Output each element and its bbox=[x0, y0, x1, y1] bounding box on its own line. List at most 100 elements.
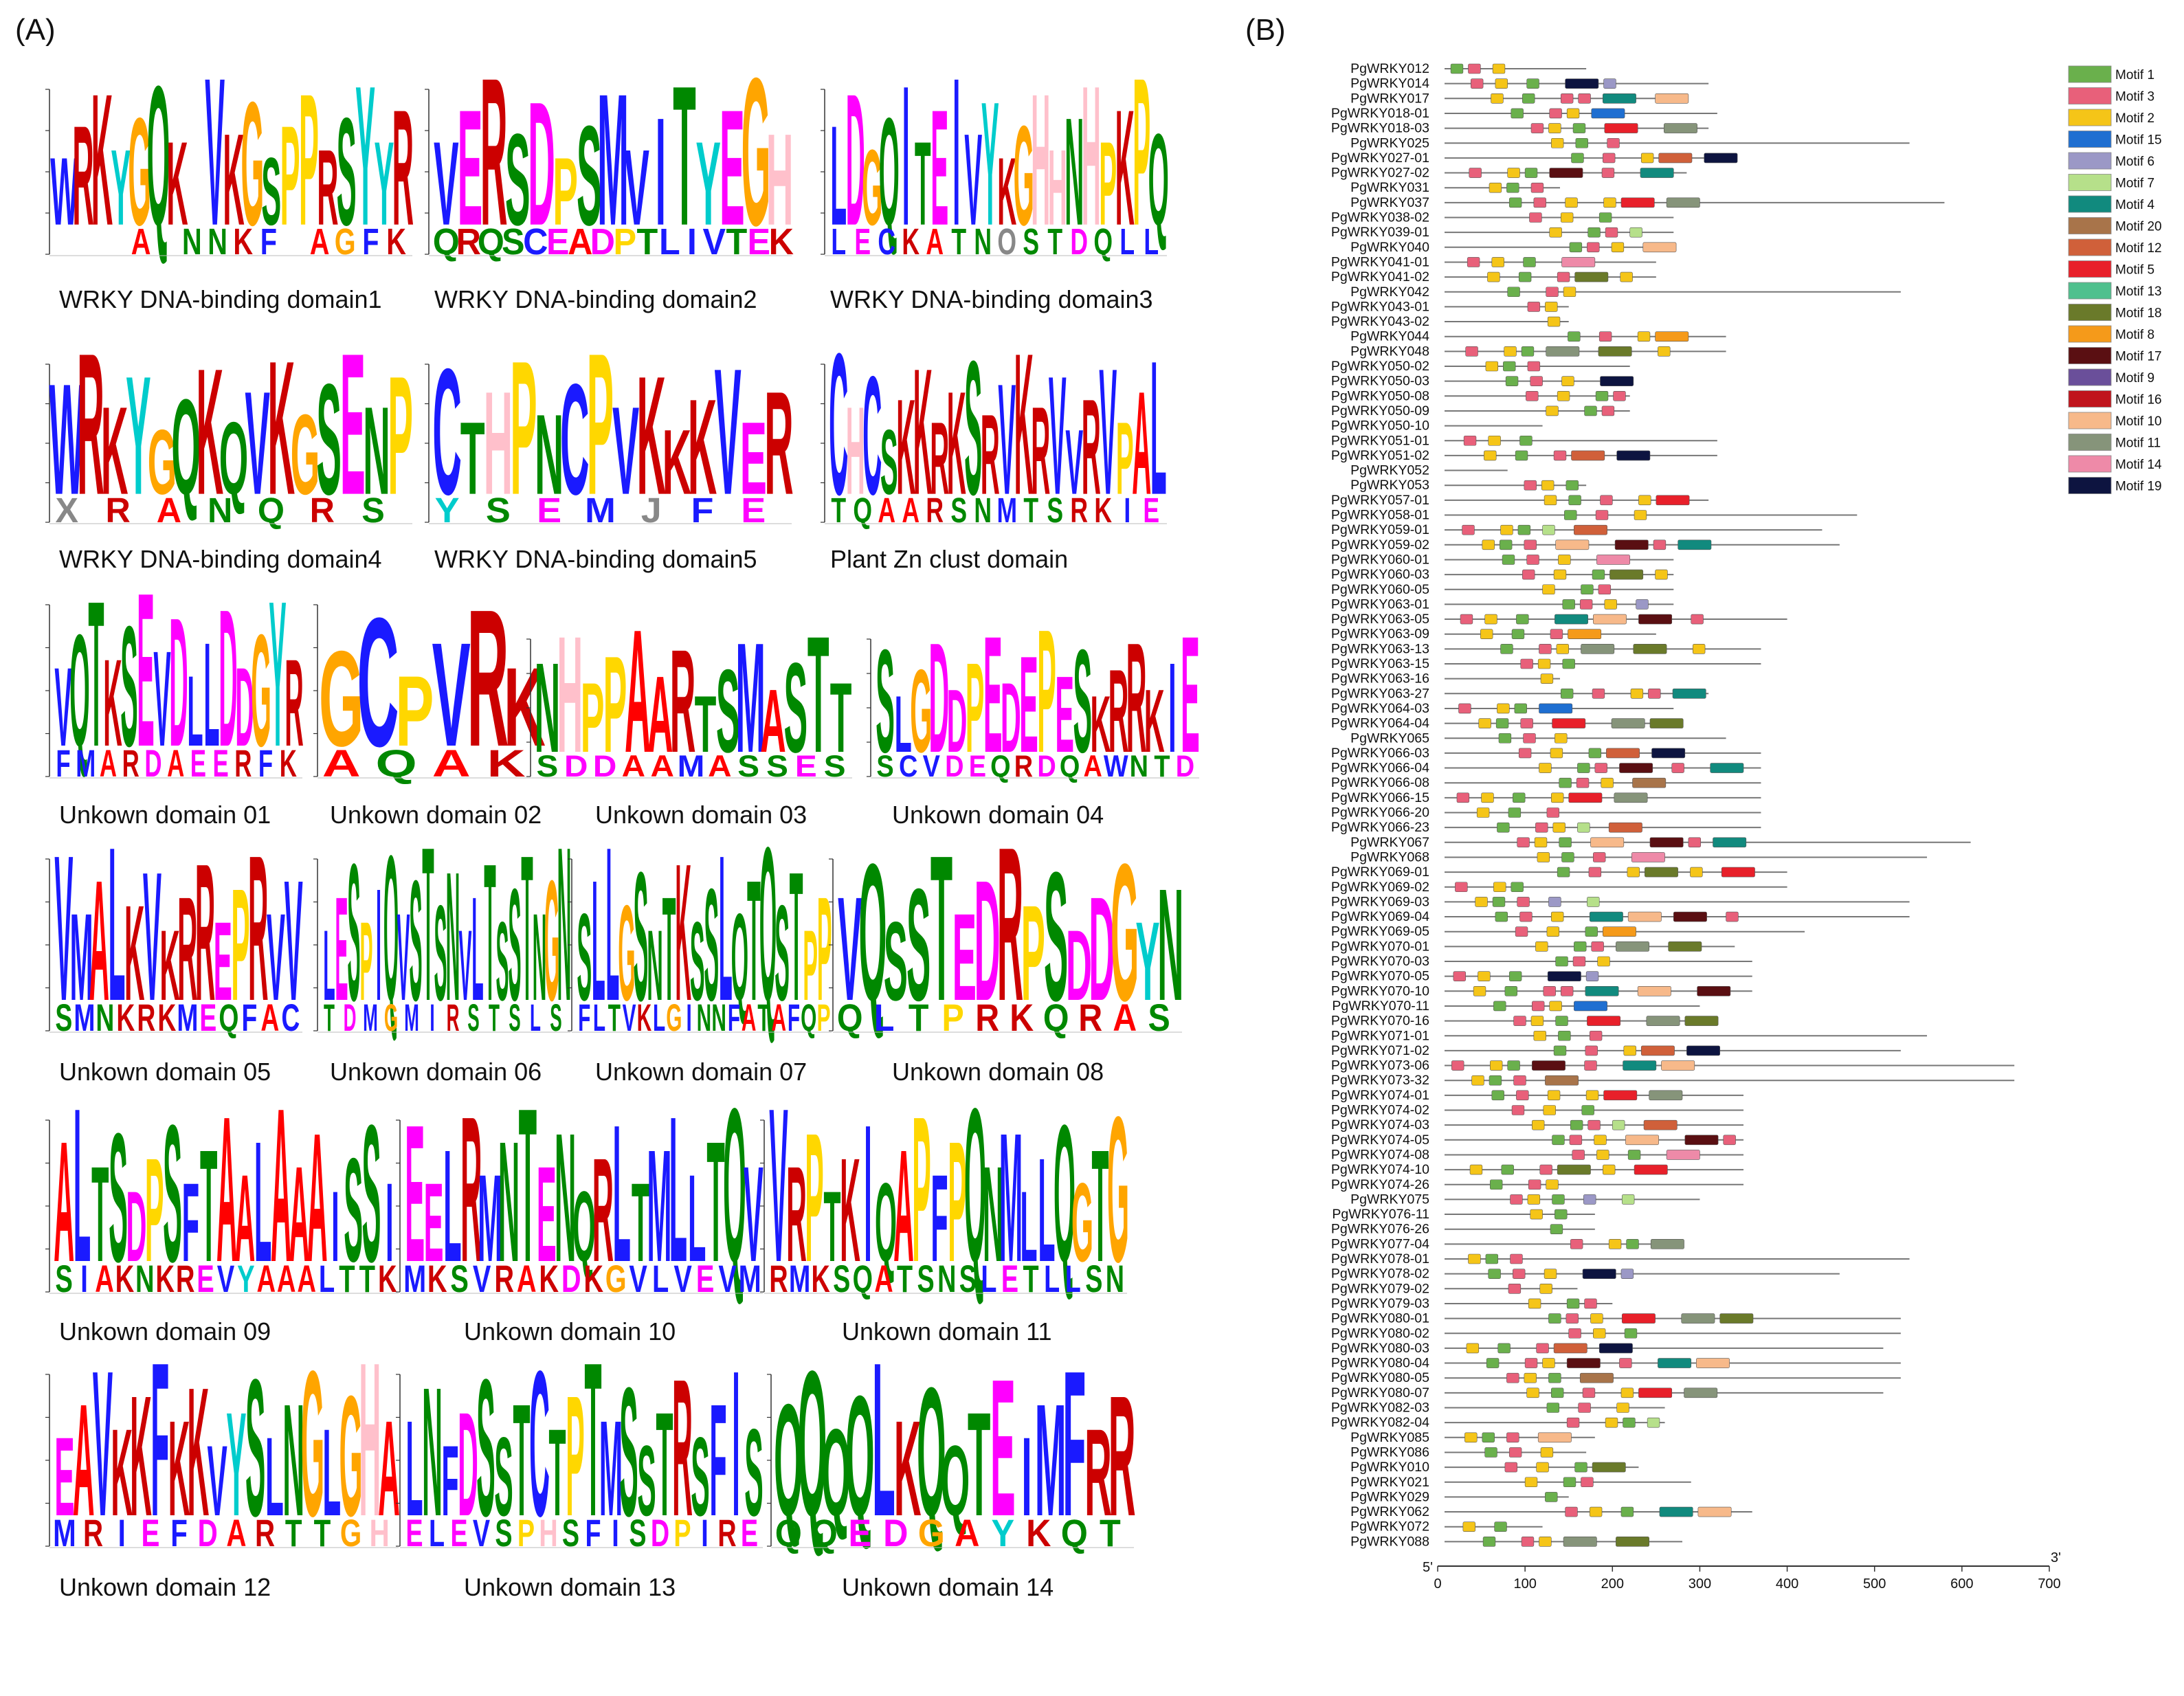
motif-block bbox=[1537, 658, 1551, 669]
motif-block bbox=[1550, 748, 1563, 759]
logo-letter: K bbox=[155, 1258, 175, 1301]
motif-block bbox=[1575, 137, 1588, 148]
logo-letter: T bbox=[968, 1383, 990, 1548]
motif-block bbox=[1486, 1358, 1500, 1368]
logo-letter: T bbox=[747, 845, 761, 1036]
motif-block bbox=[1590, 1313, 1603, 1324]
logo-letter: S bbox=[833, 1258, 850, 1301]
logo-letter: Q bbox=[837, 997, 863, 1040]
logo-letter: P bbox=[948, 1106, 966, 1297]
motif-block bbox=[1516, 614, 1529, 625]
logo-letter: K bbox=[116, 997, 135, 1040]
logo-letter: Q bbox=[433, 221, 460, 263]
motif-block bbox=[1468, 1253, 1481, 1264]
logo-letter: L bbox=[830, 96, 847, 255]
gene-label: PgWRKY069-01 bbox=[1331, 864, 1429, 880]
gene-row: PgWRKY014 bbox=[1350, 76, 1709, 91]
logo-letter: T bbox=[422, 803, 434, 1047]
motif-block bbox=[1623, 1060, 1657, 1071]
logo-letter: V bbox=[629, 1258, 647, 1301]
logo-letter: A bbox=[760, 671, 786, 772]
motif-block bbox=[1646, 1016, 1680, 1026]
logo-letter: P bbox=[395, 656, 434, 768]
motif-block bbox=[1537, 1432, 1572, 1443]
logo-letter: S bbox=[337, 86, 357, 258]
logo-letter: T bbox=[1047, 221, 1062, 263]
logo-letter: L bbox=[605, 802, 619, 1047]
gene-label: PgWRKY014 bbox=[1350, 76, 1429, 91]
logo-letter: T bbox=[790, 835, 803, 1040]
logo-letter: A bbox=[708, 749, 731, 783]
motif-block bbox=[1530, 1016, 1544, 1026]
logo-letter: N bbox=[535, 391, 564, 518]
logo-letter: C bbox=[878, 221, 895, 263]
motif-block bbox=[1616, 1403, 1629, 1413]
motif-block bbox=[1489, 1179, 1503, 1190]
gene-label: PgWRKY074-02 bbox=[1331, 1103, 1429, 1118]
logo-letter: S bbox=[495, 1513, 512, 1555]
gene-label: PgWRKY070-16 bbox=[1331, 1014, 1429, 1029]
logo-letter: G bbox=[862, 129, 882, 248]
logo-letter: Y bbox=[981, 65, 999, 263]
motif-block bbox=[1576, 777, 1590, 788]
gene-label: PgWRKY073-06 bbox=[1331, 1058, 1429, 1073]
legend-label: Motif 1 bbox=[2115, 68, 2154, 82]
logo-letter: T bbox=[519, 1064, 537, 1308]
logo-letter: S bbox=[450, 1258, 469, 1301]
legend-label: Motif 10 bbox=[2115, 414, 2162, 429]
gene-row: PgWRKY080-05 bbox=[1331, 1370, 1901, 1385]
logo-letter: K bbox=[812, 1258, 830, 1301]
gene-label: PgWRKY042 bbox=[1350, 284, 1429, 300]
gene-label: PgWRKY063-05 bbox=[1331, 612, 1429, 627]
logo-letter: K bbox=[675, 823, 691, 1042]
motif-block bbox=[1581, 584, 1594, 595]
logo-letter: Q bbox=[879, 86, 900, 257]
logo-letter: T bbox=[285, 1513, 302, 1555]
motif-block bbox=[1608, 822, 1642, 833]
gene-row: PgWRKY080-04 bbox=[1331, 1356, 1901, 1371]
motif-block bbox=[1572, 956, 1586, 967]
motif-block bbox=[1655, 331, 1689, 342]
motif-block bbox=[1637, 986, 1671, 996]
logo-letter: K bbox=[688, 371, 717, 523]
logo-letter: K bbox=[637, 997, 652, 1039]
gene-row: PgWRKY039-01 bbox=[1331, 225, 1674, 240]
motif-block bbox=[1592, 1462, 1626, 1473]
logo-letter: K bbox=[124, 878, 144, 1029]
logo-letter: K bbox=[1144, 670, 1165, 771]
logo-letter: T bbox=[484, 823, 495, 1041]
logo-letter: Q bbox=[219, 997, 238, 1040]
logo-letter: S bbox=[550, 997, 561, 1039]
gene-label: PgWRKY066-20 bbox=[1331, 805, 1429, 821]
logo-letter: R bbox=[1126, 610, 1147, 785]
logo-letter: M bbox=[1035, 1370, 1067, 1549]
logo-letter: G bbox=[618, 878, 635, 1029]
legend-item: Motif 2 bbox=[2068, 109, 2154, 126]
logo-letter: N bbox=[983, 1139, 1003, 1291]
logo-letter: C bbox=[862, 342, 882, 531]
logo-letter: Q bbox=[171, 370, 201, 523]
logo-letter: T bbox=[1154, 749, 1170, 783]
motif-block bbox=[1625, 1135, 1659, 1146]
motif-block bbox=[1507, 168, 1520, 178]
logo-caption: Unkown domain 08 bbox=[892, 1058, 1104, 1086]
logo-letter: R bbox=[997, 801, 1023, 1047]
logo-letter: K bbox=[487, 743, 526, 785]
logo-letter: L bbox=[74, 1064, 91, 1308]
gene-row: PgWRKY053 bbox=[1350, 478, 1587, 493]
logo-caption: Unkown domain 14 bbox=[842, 1573, 1054, 1601]
logo-letter: A bbox=[260, 997, 279, 1040]
motif-block bbox=[1697, 986, 1731, 996]
logo-letter: H bbox=[359, 1318, 381, 1563]
logo-letter: S bbox=[1044, 834, 1068, 1039]
motif-block bbox=[1581, 1105, 1594, 1115]
motif-block bbox=[1527, 1194, 1541, 1205]
logo-letter: I bbox=[732, 1328, 739, 1560]
motif-block bbox=[1464, 1432, 1478, 1443]
motif-block bbox=[1532, 1119, 1545, 1130]
logo-letter: K bbox=[539, 1258, 559, 1301]
gene-label: PgWRKY037 bbox=[1350, 195, 1429, 210]
motif-block bbox=[1605, 1417, 1618, 1428]
logo-letter: P bbox=[942, 997, 964, 1040]
